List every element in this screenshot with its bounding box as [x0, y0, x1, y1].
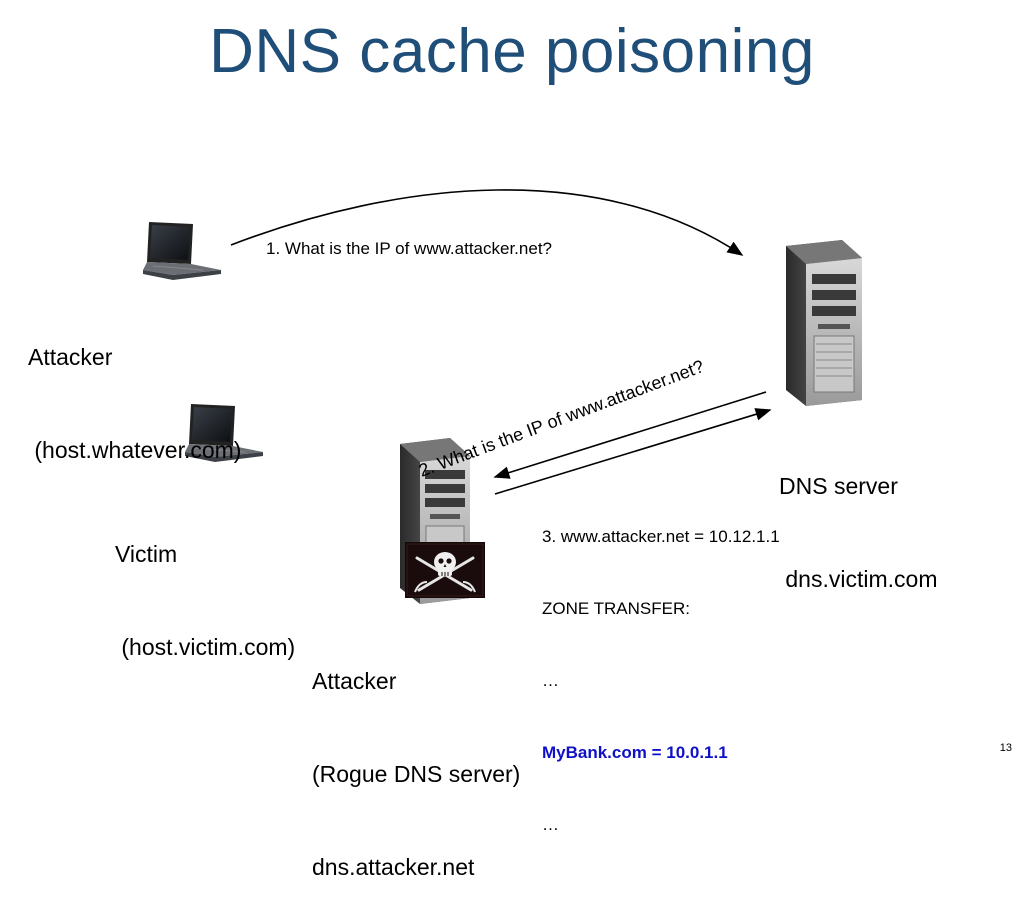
rogue-dns-name: Attacker	[312, 668, 397, 694]
rogue-dns-label: Attacker (Rogue DNS server) dns.attacker…	[312, 604, 520, 914]
attacker-host-label: Attacker (host.whatever.com)	[28, 280, 241, 497]
attacker-laptop-icon	[143, 222, 221, 280]
dns-server-name: DNS server	[779, 473, 898, 499]
arrow-step-3	[494, 408, 772, 495]
slide-title: DNS cache poisoning	[209, 17, 815, 86]
step-3-message: 3. www.attacker.net = 10.12.1.1 ZONE TRA…	[542, 477, 780, 861]
pirate-flag-icon	[405, 542, 485, 598]
step-3-zone-transfer: ZONE TRANSFER:	[542, 599, 690, 618]
step-1-message: 1. What is the IP of www.attacker.net?	[266, 239, 552, 258]
arrow-step-2	[493, 391, 767, 479]
attacker-host-address: (host.whatever.com)	[28, 437, 242, 463]
rogue-dns-role: (Rogue DNS server)	[312, 761, 521, 787]
dns-server-label: DNS server dns.victim.com	[779, 409, 937, 626]
step-3-ellipsis-bottom: …	[542, 815, 559, 834]
victim-name: Victim	[115, 541, 178, 567]
arrow-step-1	[230, 189, 744, 256]
rogue-dns-address: dns.attacker.net	[312, 854, 475, 880]
step-3-answer: 3. www.attacker.net = 10.12.1.1	[542, 527, 780, 546]
step-3-poisoned-record: MyBank.com = 10.0.1.1	[542, 743, 728, 762]
dns-server-tower-icon	[786, 240, 862, 406]
step-3-ellipsis-top: …	[542, 671, 559, 690]
dns-server-address: dns.victim.com	[779, 566, 938, 592]
victim-address: (host.victim.com)	[115, 634, 296, 660]
victim-label: Victim (host.victim.com)	[115, 477, 295, 694]
diagram-graphics	[143, 189, 862, 604]
page-number: 13	[999, 742, 1012, 754]
attacker-host-name: Attacker	[28, 344, 113, 370]
victim-laptop-icon	[185, 404, 263, 462]
